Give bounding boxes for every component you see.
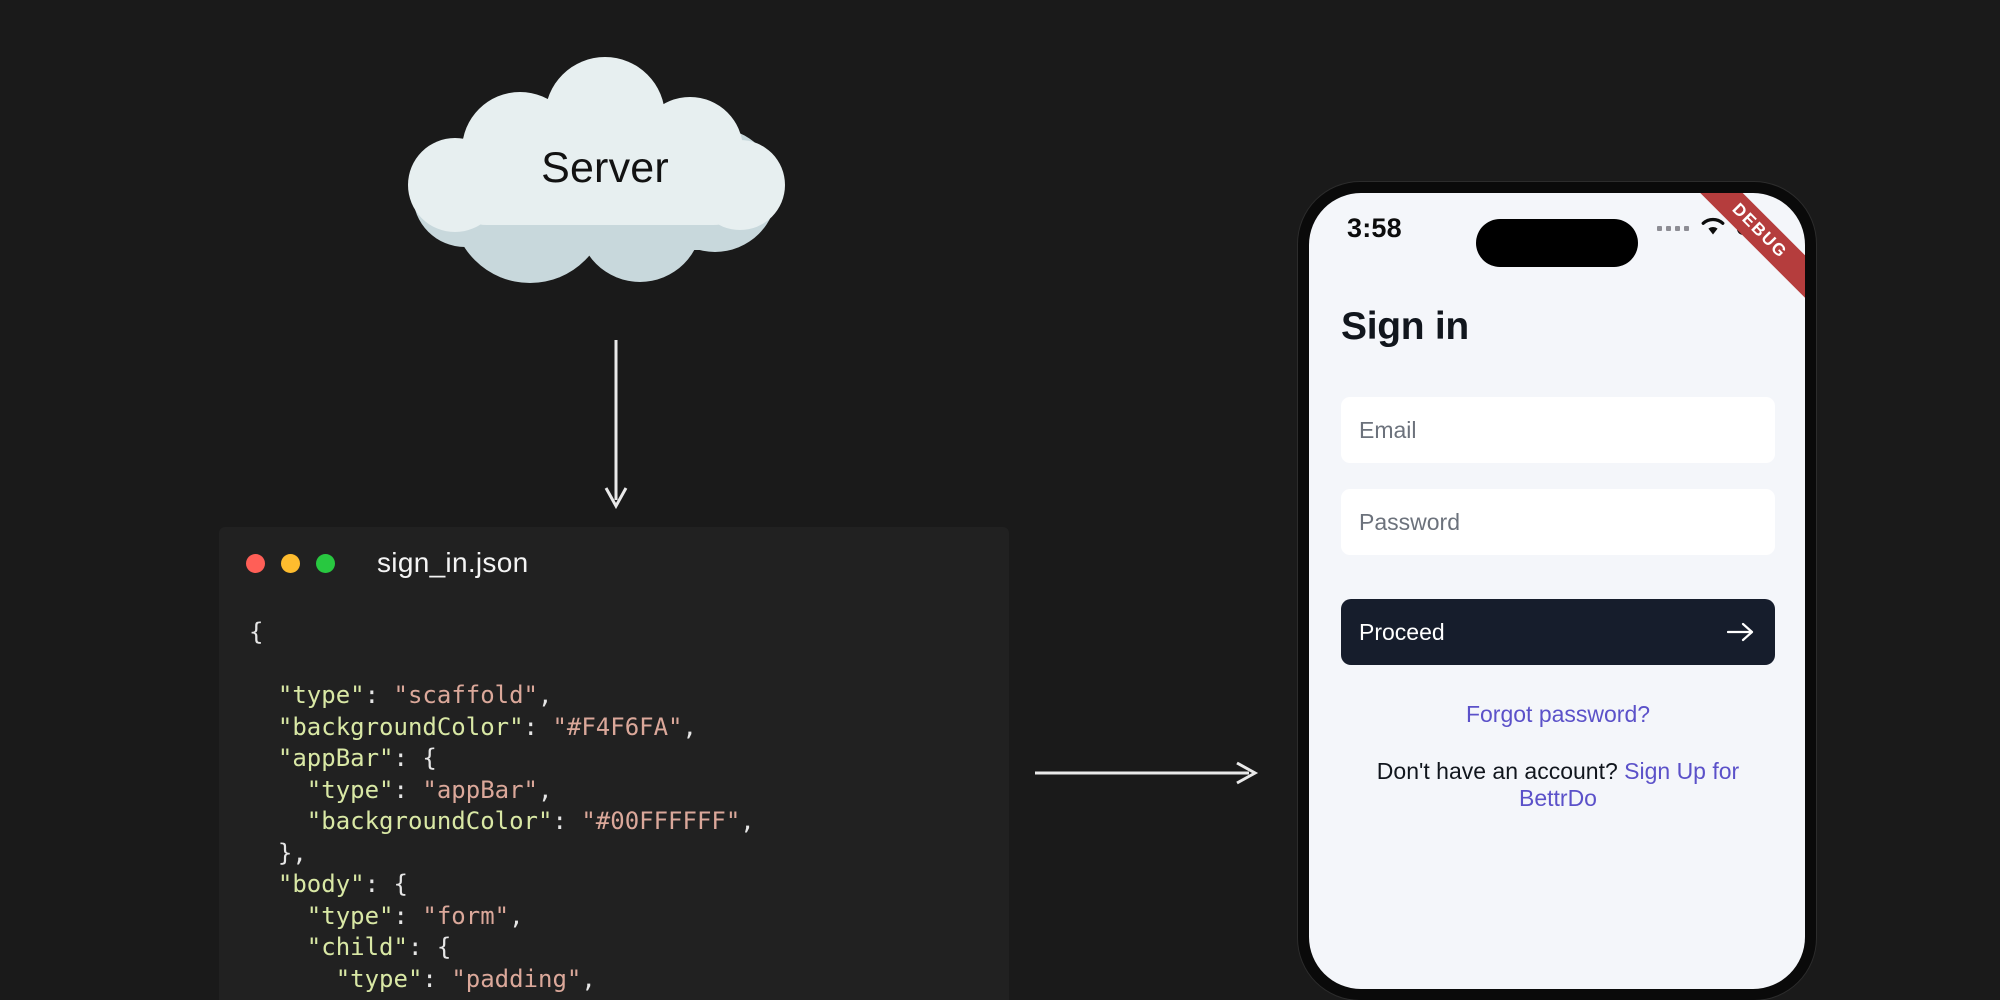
code-line [249,649,1009,681]
code-line: "appBar": { [277,744,437,772]
signin-form: Sign in Email Password Proceed [1309,263,1805,812]
wifi-icon [1700,216,1726,241]
signup-row: Don't have an account? Sign Up for Bettr… [1341,758,1775,812]
code-filename: sign_in.json [377,547,529,578]
status-time: 3:58 [1347,212,1402,243]
code-line: "body": { [277,870,408,898]
page-title: Sign in [1341,305,1469,348]
forgot-password-link[interactable]: Forgot password? [1465,701,1651,727]
phone-mockup: DEBUG 3:58 [1298,182,1816,1000]
arrow-right-icon [1035,760,1263,786]
maximize-button[interactable] [316,553,335,573]
password-field[interactable]: Password [1341,489,1775,555]
code-line: "backgroundColor": "#00FFFFFF", [306,807,755,835]
server-cloud: Server [400,45,810,285]
code-window-titlebar: sign_in.json [219,527,1009,599]
dynamic-island [1476,219,1638,267]
proceed-button-label: Proceed [1359,618,1445,645]
password-placeholder: Password [1359,508,1460,535]
arrow-right-icon [1727,621,1755,643]
signup-prompt-text: Don't have an account? [1376,758,1625,784]
code-window: sign_in.json { "type": "scaffold", "back… [219,527,1009,1000]
minimize-button[interactable] [281,553,300,573]
email-field[interactable]: Email [1341,397,1775,463]
arrow-down-icon [604,340,628,515]
status-bar: 3:58 [1309,193,1805,267]
code-line: }, [249,838,307,867]
code-content[interactable]: { "type": "scaffold", "backgroundColor":… [219,599,1009,995]
code-line: "type": "appBar", [306,775,553,804]
cloud-label: Server [541,143,669,192]
code-line: { [249,618,264,646]
code-line: "child": { [306,933,452,961]
phone-screen: DEBUG 3:58 [1309,193,1805,989]
cloud-shape-icon [408,57,785,283]
proceed-button[interactable]: Proceed [1341,599,1775,665]
code-line: "backgroundColor": "#F4F6FA", [277,712,697,741]
email-placeholder: Email [1359,416,1417,443]
signup-link[interactable]: Sign Up for BettrDo [1519,758,1740,811]
close-button[interactable] [246,553,265,573]
code-line: "type": "scaffold", [277,681,553,709]
code-line: "type": "padding", [335,964,596,993]
code-line: "type": "form", [306,901,524,930]
signal-dots-icon [1657,225,1689,231]
